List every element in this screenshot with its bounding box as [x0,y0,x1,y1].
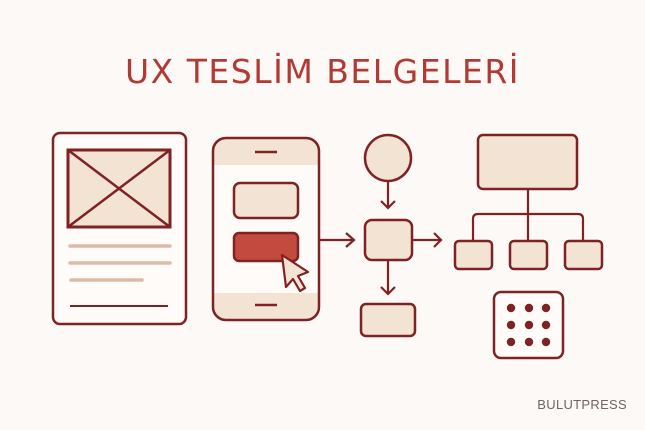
brand-watermark: BULUTPRESS [537,397,627,412]
user-flow-icon [359,133,443,338]
wireframe-document-icon [51,131,188,326]
app-grid-icon [492,290,565,360]
arrow-right-icon [319,232,356,248]
mobile-prototype-icon [211,136,321,322]
sitemap-icon [453,133,604,271]
page-title: UX TESLİM BELGELERİ [125,52,520,91]
